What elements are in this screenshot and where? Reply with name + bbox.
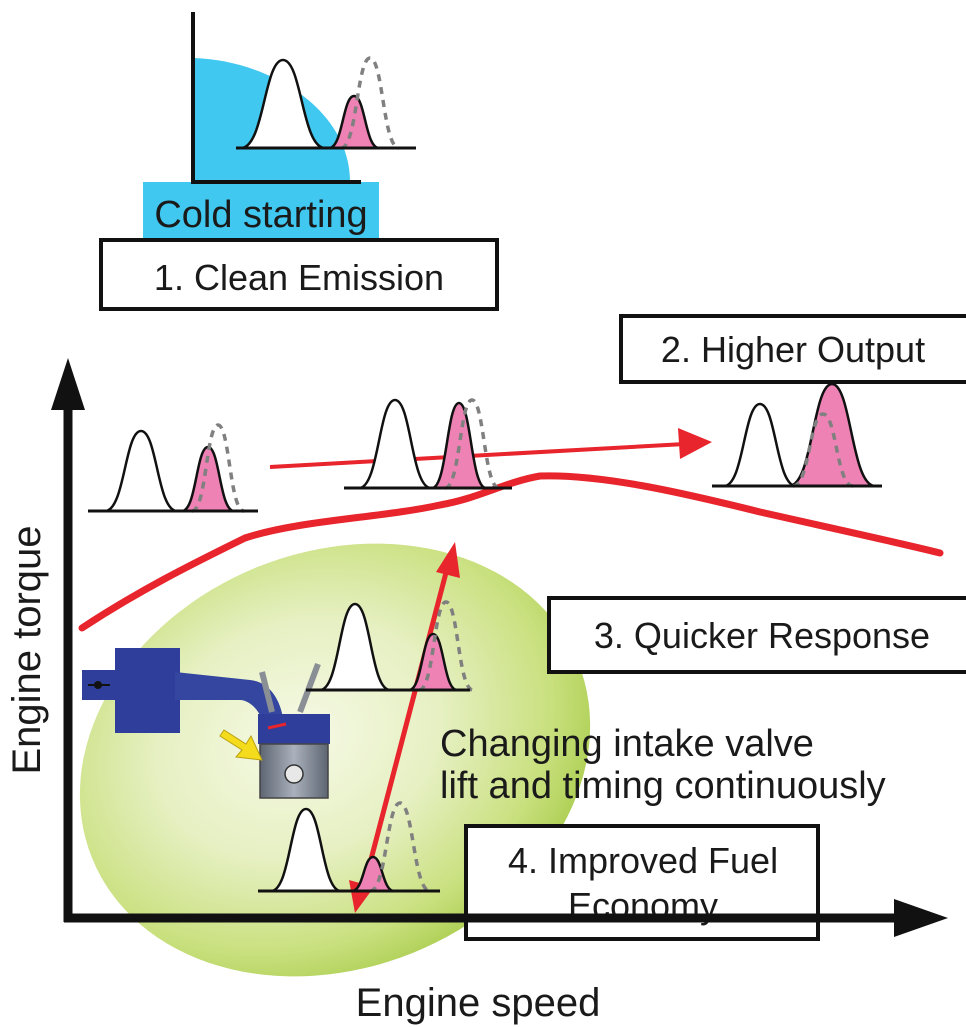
y-axis-arrowhead bbox=[51, 358, 85, 410]
exhaust-lift-curve bbox=[723, 402, 797, 488]
annotation-line1: Changing intake valve bbox=[440, 723, 814, 765]
reference-lift-curve bbox=[340, 56, 400, 150]
intake-manifold-icon bbox=[115, 648, 180, 733]
higher-output-box: 2. Higher Output bbox=[619, 314, 966, 384]
profile-cold-start bbox=[236, 56, 416, 150]
reference-lift-curve bbox=[191, 423, 245, 513]
exhaust-lift-curve bbox=[358, 398, 432, 490]
reference-lift-curve bbox=[418, 600, 474, 692]
torque-curve bbox=[78, 472, 944, 632]
intake-lift-curve bbox=[431, 401, 487, 490]
intake-lift-curve bbox=[408, 632, 458, 692]
profile-low-load bbox=[258, 801, 440, 893]
y-axis-label: Engine torque bbox=[5, 525, 49, 774]
clean-emission-label: 1. Clean Emission bbox=[154, 257, 444, 298]
engine-illustration bbox=[82, 648, 330, 799]
annotation-line2: lift and timing continuously bbox=[440, 765, 886, 807]
profile-low-speed bbox=[88, 423, 258, 513]
higher-output-label: 2. Higher Output bbox=[661, 329, 925, 370]
exhaust-lift-curve bbox=[319, 602, 391, 692]
profile-part-load bbox=[306, 600, 474, 692]
quicker-response-box: 3. Quicker Response bbox=[547, 596, 966, 674]
profile-mid-speed bbox=[344, 398, 512, 490]
clean-emission-box: 1. Clean Emission bbox=[99, 238, 499, 311]
reference-lift-curve bbox=[369, 801, 431, 893]
exhaust-lift-curve bbox=[240, 58, 326, 150]
exhaust-lift-curve bbox=[104, 429, 178, 513]
intake-port bbox=[175, 672, 283, 720]
fuel-economy-label-line1: 4. Improved Fuel bbox=[508, 840, 778, 881]
x-axis-label: Engine speed bbox=[356, 981, 601, 1025]
main-axes: Engine speed Engine torque bbox=[5, 358, 948, 1025]
output-arrow bbox=[269, 428, 712, 469]
yellow-flow-arrow-icon bbox=[219, 729, 263, 761]
reference-lift-curve bbox=[792, 412, 854, 488]
exhaust-lift-curve bbox=[270, 807, 342, 893]
reference-lift-curve bbox=[444, 398, 500, 490]
quicker-response-label: 3. Quicker Response bbox=[594, 615, 930, 656]
low-load-zone bbox=[79, 543, 591, 977]
intake-lift-curve bbox=[351, 855, 395, 893]
valve-lift-profiles bbox=[88, 56, 882, 893]
cold-start-label-bg bbox=[143, 182, 379, 238]
x-axis-arrowhead bbox=[894, 899, 948, 937]
cold-start-label: Cold starting bbox=[154, 194, 367, 236]
profile-high-speed bbox=[712, 382, 882, 488]
